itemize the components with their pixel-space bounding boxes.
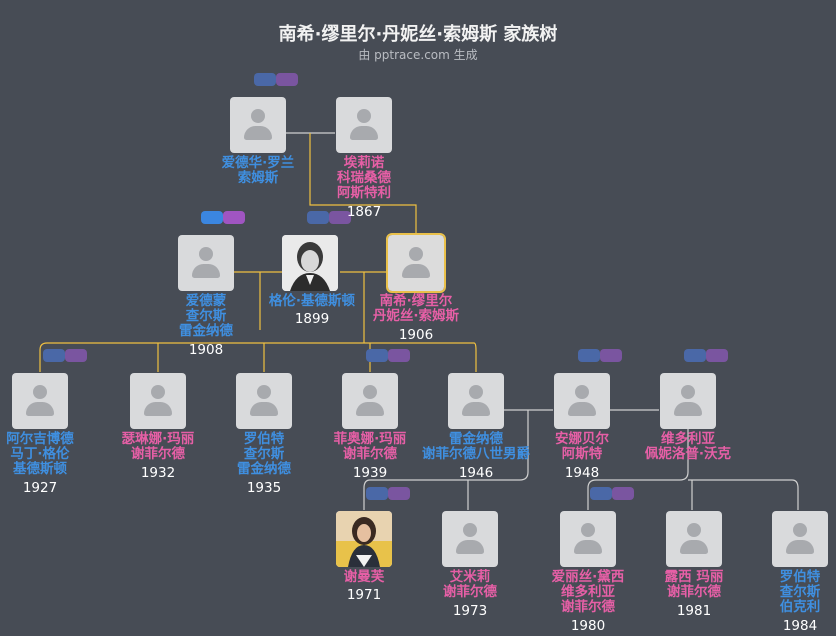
expand-toggle[interactable] xyxy=(590,487,634,500)
person-name: 艾米莉谢菲尔德 xyxy=(443,569,497,600)
person-avatar[interactable] xyxy=(178,235,234,291)
expand-maternal-button[interactable] xyxy=(388,487,410,500)
person-birth-year: 1948 xyxy=(564,465,600,481)
person-name: 爱丽丝·黛西维多利亚谢菲尔德 xyxy=(551,569,625,615)
person-birth-year: 1946 xyxy=(458,465,494,481)
person-birth-year: 1908 xyxy=(188,342,224,358)
person-avatar[interactable] xyxy=(448,373,504,429)
person-birth-year: 1984 xyxy=(782,618,818,634)
person-birth-year: 1973 xyxy=(452,603,488,619)
portrait-image xyxy=(336,511,392,567)
expand-maternal-button[interactable] xyxy=(706,349,728,362)
person-name: 露西 玛丽谢菲尔德 xyxy=(664,569,724,600)
page-subtitle: 由 pptrace.com 生成 xyxy=(358,48,478,62)
expand-maternal-button[interactable] xyxy=(388,349,410,362)
expand-maternal-button[interactable] xyxy=(612,487,634,500)
expand-paternal-button[interactable] xyxy=(307,211,329,224)
expand-toggle[interactable] xyxy=(307,211,351,224)
expand-toggle[interactable] xyxy=(578,349,622,362)
person-avatar[interactable] xyxy=(554,373,610,429)
expand-paternal-button[interactable] xyxy=(684,349,706,362)
person-birth-year: 1867 xyxy=(346,204,382,220)
expand-paternal-button[interactable] xyxy=(254,73,276,86)
page-title: 南希·缪里尔·丹妮丝·索姆斯 家族树 xyxy=(278,24,558,45)
expand-paternal-button[interactable] xyxy=(590,487,612,500)
person-name: 谢曼芙 xyxy=(343,569,385,585)
person-avatar[interactable] xyxy=(442,511,498,567)
person-avatar[interactable] xyxy=(12,373,68,429)
person-name: 格伦·基德斯顿 xyxy=(268,293,356,309)
expand-paternal-button[interactable] xyxy=(43,349,65,362)
person-avatar[interactable] xyxy=(386,233,446,293)
person-birth-year: 1906 xyxy=(398,327,434,343)
person-avatar[interactable] xyxy=(236,373,292,429)
person-birth-year: 1932 xyxy=(140,465,176,481)
portrait-image xyxy=(282,235,338,291)
person-name: 安娜贝尔阿斯特 xyxy=(555,431,609,462)
expand-toggle[interactable] xyxy=(684,349,728,362)
person-name: 维多利亚佩妮洛普·沃克 xyxy=(644,431,732,462)
person-name: 雷金纳德谢菲尔德八世男爵 xyxy=(422,431,530,462)
expand-maternal-button[interactable] xyxy=(65,349,87,362)
person-name: 埃莉诺科瑞桑德阿斯特利 xyxy=(337,155,391,201)
expand-toggle[interactable] xyxy=(43,349,87,362)
expand-maternal-button[interactable] xyxy=(329,211,351,224)
expand-toggle[interactable] xyxy=(366,349,410,362)
person-photo[interactable] xyxy=(336,511,392,567)
person-birth-year: 1980 xyxy=(570,618,606,634)
expand-paternal-button[interactable] xyxy=(366,487,388,500)
person-birth-year: 1899 xyxy=(294,311,330,327)
person-birth-year: 1981 xyxy=(676,603,712,619)
person-avatar[interactable] xyxy=(666,511,722,567)
person-name: 菲奥娜·玛丽谢菲尔德 xyxy=(333,431,407,462)
person-name: 瑟琳娜·玛丽谢菲尔德 xyxy=(121,431,195,462)
expand-paternal-button[interactable] xyxy=(201,211,223,224)
person-avatar[interactable] xyxy=(660,373,716,429)
person-avatar[interactable] xyxy=(772,511,828,567)
person-name: 罗伯特查尔斯伯克利 xyxy=(779,569,821,615)
expand-paternal-button[interactable] xyxy=(578,349,600,362)
person-name: 爱德华·罗兰索姆斯 xyxy=(221,155,295,186)
person-birth-year: 1935 xyxy=(246,480,282,496)
person-name: 阿尔吉博德马丁·格伦基德斯顿 xyxy=(6,431,74,477)
person-birth-year: 1971 xyxy=(346,587,382,603)
person-avatar[interactable] xyxy=(130,373,186,429)
expand-toggle[interactable] xyxy=(201,211,245,224)
expand-maternal-button[interactable] xyxy=(600,349,622,362)
expand-toggle[interactable] xyxy=(254,73,298,86)
expand-toggle[interactable] xyxy=(366,487,410,500)
person-photo[interactable] xyxy=(282,235,338,291)
person-avatar[interactable] xyxy=(336,97,392,153)
expand-maternal-button[interactable] xyxy=(223,211,245,224)
expand-maternal-button[interactable] xyxy=(276,73,298,86)
person-name: 爱德蒙查尔斯雷金纳德 xyxy=(179,293,233,339)
person-name: 南希·缪里尔丹妮丝·索姆斯 xyxy=(372,293,460,324)
person-birth-year: 1927 xyxy=(22,480,58,496)
person-avatar[interactable] xyxy=(230,97,286,153)
person-avatar[interactable] xyxy=(560,511,616,567)
person-name: 罗伯特查尔斯雷金纳德 xyxy=(237,431,291,477)
person-avatar[interactable] xyxy=(342,373,398,429)
expand-paternal-button[interactable] xyxy=(366,349,388,362)
person-birth-year: 1939 xyxy=(352,465,388,481)
